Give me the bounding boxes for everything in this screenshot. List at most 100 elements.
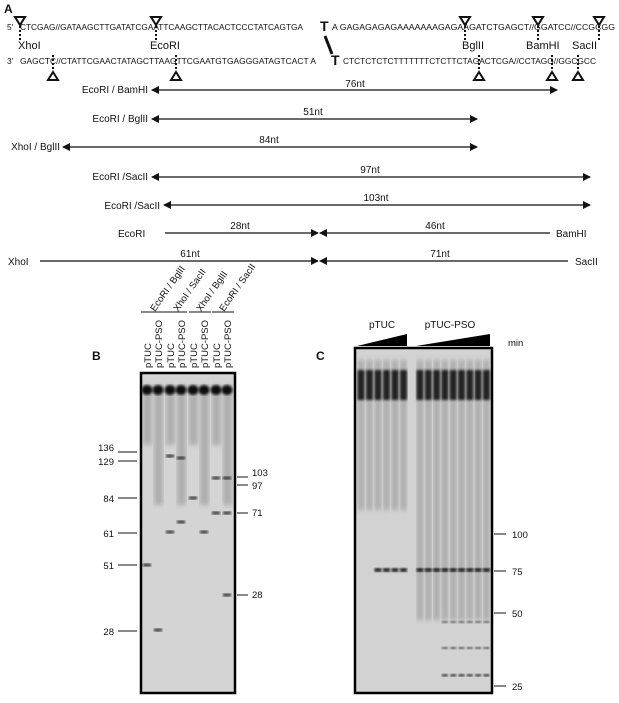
panel-b-label: B (92, 349, 101, 363)
fragment-row: XhoI / BglII 84nt (11, 135, 478, 153)
band-75 (433, 568, 441, 572)
band (450, 647, 457, 649)
smear (366, 360, 373, 510)
lane-label: pTUC (166, 343, 177, 368)
band (441, 621, 448, 623)
band (466, 621, 473, 623)
fragment-digest: EcoRI / BamHI (82, 85, 148, 96)
cut-triangle-icon (13, 16, 27, 27)
band (483, 674, 490, 677)
band-75 (482, 568, 490, 572)
well-band (441, 370, 449, 400)
group-label-ptuc-pso: pTUC-PSO (425, 320, 476, 331)
band (450, 621, 457, 623)
bottom-strand-modified-base: T (331, 52, 340, 68)
band (143, 563, 151, 567)
smear (400, 360, 407, 510)
band-75 (400, 568, 407, 572)
time-unit-label: min (508, 338, 523, 349)
fragment-length: 76nt (345, 79, 365, 90)
smear (417, 360, 423, 620)
site-label-xhoi: XhoI (18, 40, 41, 52)
band-75 (449, 568, 457, 572)
band (154, 628, 162, 632)
band (458, 621, 465, 623)
band (223, 476, 231, 480)
group-label-ptuc: pTUC (369, 320, 395, 331)
well-band (198, 385, 210, 395)
smear (177, 385, 186, 505)
fragment-length: 51nt (303, 107, 323, 118)
band (475, 647, 482, 649)
well-band (152, 385, 164, 395)
marker-label: 71 (252, 508, 263, 519)
marker-label: 28 (252, 590, 263, 601)
fragment-row: EcoRI /SacII 97nt (92, 165, 591, 183)
smear (212, 385, 221, 445)
well-band (458, 370, 465, 400)
split-right-site: BamHI (556, 229, 587, 240)
cut-triangle-icon (458, 16, 472, 27)
lane-label: pTUC-PSO (223, 320, 234, 368)
band (166, 454, 174, 458)
smear (358, 360, 364, 510)
marker-label: 25 (512, 682, 523, 693)
band (475, 674, 482, 677)
band (189, 496, 197, 500)
lane-label: pTUC-PSO (154, 320, 165, 368)
panel-a-label: A (4, 2, 13, 16)
well-band (374, 370, 382, 400)
fragment-length: 84nt (259, 135, 279, 146)
lane-label: pTUC (189, 343, 200, 368)
band (177, 456, 185, 460)
marker-label: 28 (103, 627, 114, 638)
gel-b-bands (141, 385, 233, 632)
smear (383, 360, 390, 510)
well-band (221, 385, 233, 395)
smear (466, 360, 473, 620)
well-band (391, 370, 399, 400)
site-label-ecori: EcoRI (150, 40, 180, 52)
well-band (400, 370, 407, 400)
top-strand-modified-base: T (320, 18, 329, 34)
cut-triangle-icon (531, 16, 545, 27)
band (483, 647, 490, 649)
panel-c-label: C (316, 349, 325, 363)
band-75 (458, 568, 465, 572)
smear (392, 360, 398, 510)
crosslink-bar (323, 35, 334, 55)
marker-label: 61 (103, 529, 114, 540)
lane-label: pTUC-PSO (177, 320, 188, 368)
band-75 (374, 568, 382, 572)
smear (223, 385, 232, 505)
marker-label: 50 (512, 609, 523, 620)
marker-label: 84 (103, 494, 114, 505)
band (458, 647, 465, 649)
band (450, 674, 457, 677)
split-left-site: XhoI (8, 257, 29, 268)
cut-triangle-icon (545, 70, 559, 81)
gel-c-bands (357, 360, 490, 677)
smear (154, 385, 163, 505)
smear (433, 360, 440, 620)
top-strand-prefix: 5' (7, 22, 14, 32)
cut-triangle-icon (169, 70, 183, 81)
band (200, 530, 208, 534)
band (441, 647, 448, 649)
smear (143, 385, 152, 445)
marker-label: 75 (512, 567, 523, 578)
split-left-length: 61nt (180, 249, 200, 260)
smear (189, 385, 198, 445)
top-strand-seq-left: CTCGAG//GATAAGCTTGATATCGAATTCAAGCTTACACT… (20, 22, 303, 32)
well-band (357, 370, 365, 400)
smear (458, 360, 465, 620)
band (483, 621, 490, 623)
fragment-digest: EcoRI / BglII (92, 114, 148, 125)
band-75 (416, 568, 424, 572)
site-label-bamhi: BamHI (526, 40, 560, 52)
fragment-digest: EcoRI /SacII (104, 201, 160, 212)
well-band (449, 370, 457, 400)
